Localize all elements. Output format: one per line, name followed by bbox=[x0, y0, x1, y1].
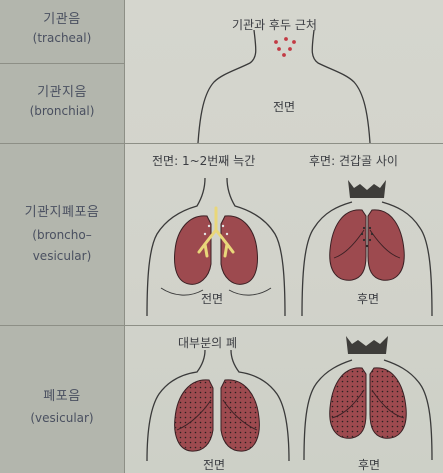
label-name: 기관지폐포음 bbox=[0, 202, 124, 225]
label-sub: (bronchial) bbox=[0, 103, 124, 120]
label-vesicular: 폐포음 (vesicular) bbox=[0, 386, 124, 428]
vesicular-back-figure bbox=[300, 334, 436, 460]
label-name: 기관지음 bbox=[0, 84, 124, 103]
label-sub: vesicular) bbox=[0, 246, 124, 267]
right-lung bbox=[221, 380, 259, 451]
caption-back: 후면 bbox=[358, 456, 380, 473]
hair bbox=[346, 336, 388, 354]
caption-vesicular-site: 대부분의 폐 bbox=[178, 334, 237, 351]
caption-front: 전면 bbox=[273, 98, 295, 115]
caption-bv-back-site: 후면: 견갑골 사이 bbox=[309, 152, 398, 169]
torso-front-figure bbox=[196, 30, 372, 143]
row-divider bbox=[0, 325, 443, 326]
label-sub: (vesicular) bbox=[0, 408, 124, 428]
left-lung bbox=[175, 380, 213, 451]
label-bronchovesicular: 기관지폐포음 (broncho– vesicular) bbox=[0, 202, 124, 267]
label-sub: (tracheal) bbox=[0, 30, 124, 47]
label-name: 기관음 bbox=[0, 11, 124, 30]
caption-front: 전면 bbox=[201, 290, 223, 307]
row-divider bbox=[0, 143, 443, 144]
column-divider bbox=[124, 0, 125, 473]
vesicular-front-chest-figure bbox=[143, 350, 293, 461]
hair bbox=[348, 180, 386, 198]
label-name: 폐포음 bbox=[0, 386, 124, 408]
caption-back: 후면 bbox=[357, 290, 379, 307]
label-bronchial: 기관지음 (bronchial) bbox=[0, 84, 124, 120]
row-divider bbox=[0, 63, 124, 64]
caption-bv-front-site: 전면: 1~2번째 늑간 bbox=[152, 152, 255, 169]
caption-front: 전면 bbox=[203, 456, 225, 473]
label-sub: (broncho– bbox=[0, 225, 124, 246]
tracheal-dots bbox=[274, 37, 296, 57]
label-tracheal: 기관음 (tracheal) bbox=[0, 11, 124, 47]
